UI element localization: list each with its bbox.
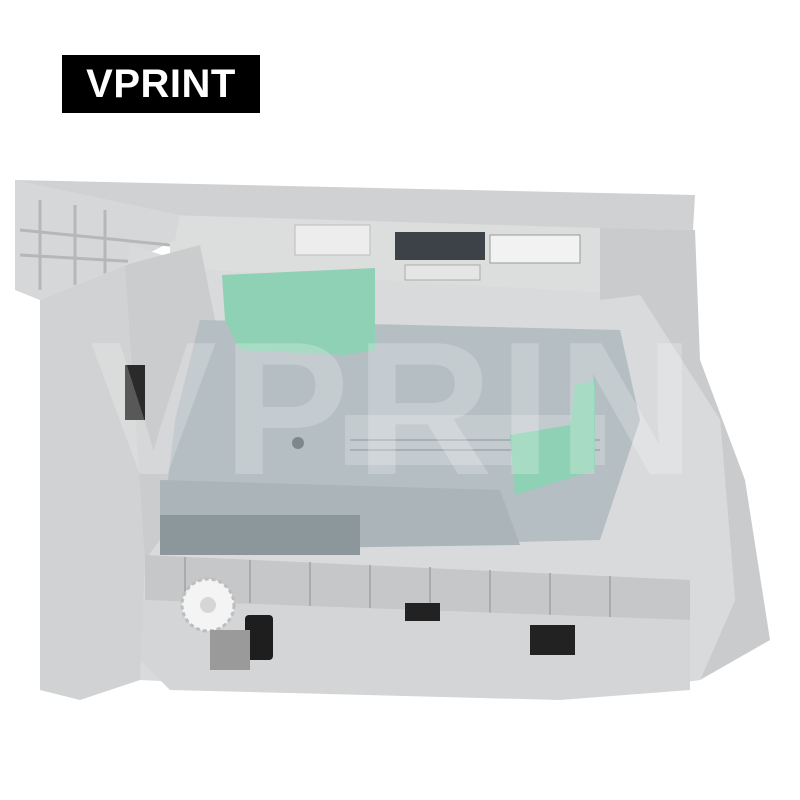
barcode-label (404, 264, 481, 281)
latch-right (530, 625, 575, 655)
arrow-label (489, 234, 581, 264)
latch-left (125, 365, 145, 420)
white-gear-hub (200, 597, 216, 613)
black-gear (245, 615, 273, 660)
plate-clip (160, 515, 360, 555)
rear-paper-guide (222, 268, 375, 355)
vprint-logo: VPRINT (62, 55, 260, 113)
latch-center (405, 603, 440, 621)
tray-back-wall (15, 180, 695, 245)
plate-screw (292, 437, 304, 449)
front-rail-ribs (184, 557, 611, 618)
indicator-panel (395, 232, 485, 260)
gear-bracket (210, 630, 250, 670)
tray-left-leg (40, 265, 145, 700)
side-paper-guide (510, 380, 595, 495)
logo-text: VPRINT (86, 61, 236, 106)
tray-right-wall (600, 228, 770, 680)
tray-left-cover (15, 180, 180, 300)
tray-front-rail (145, 555, 690, 620)
cover-ribs (19, 200, 171, 290)
warning-label (294, 224, 371, 256)
